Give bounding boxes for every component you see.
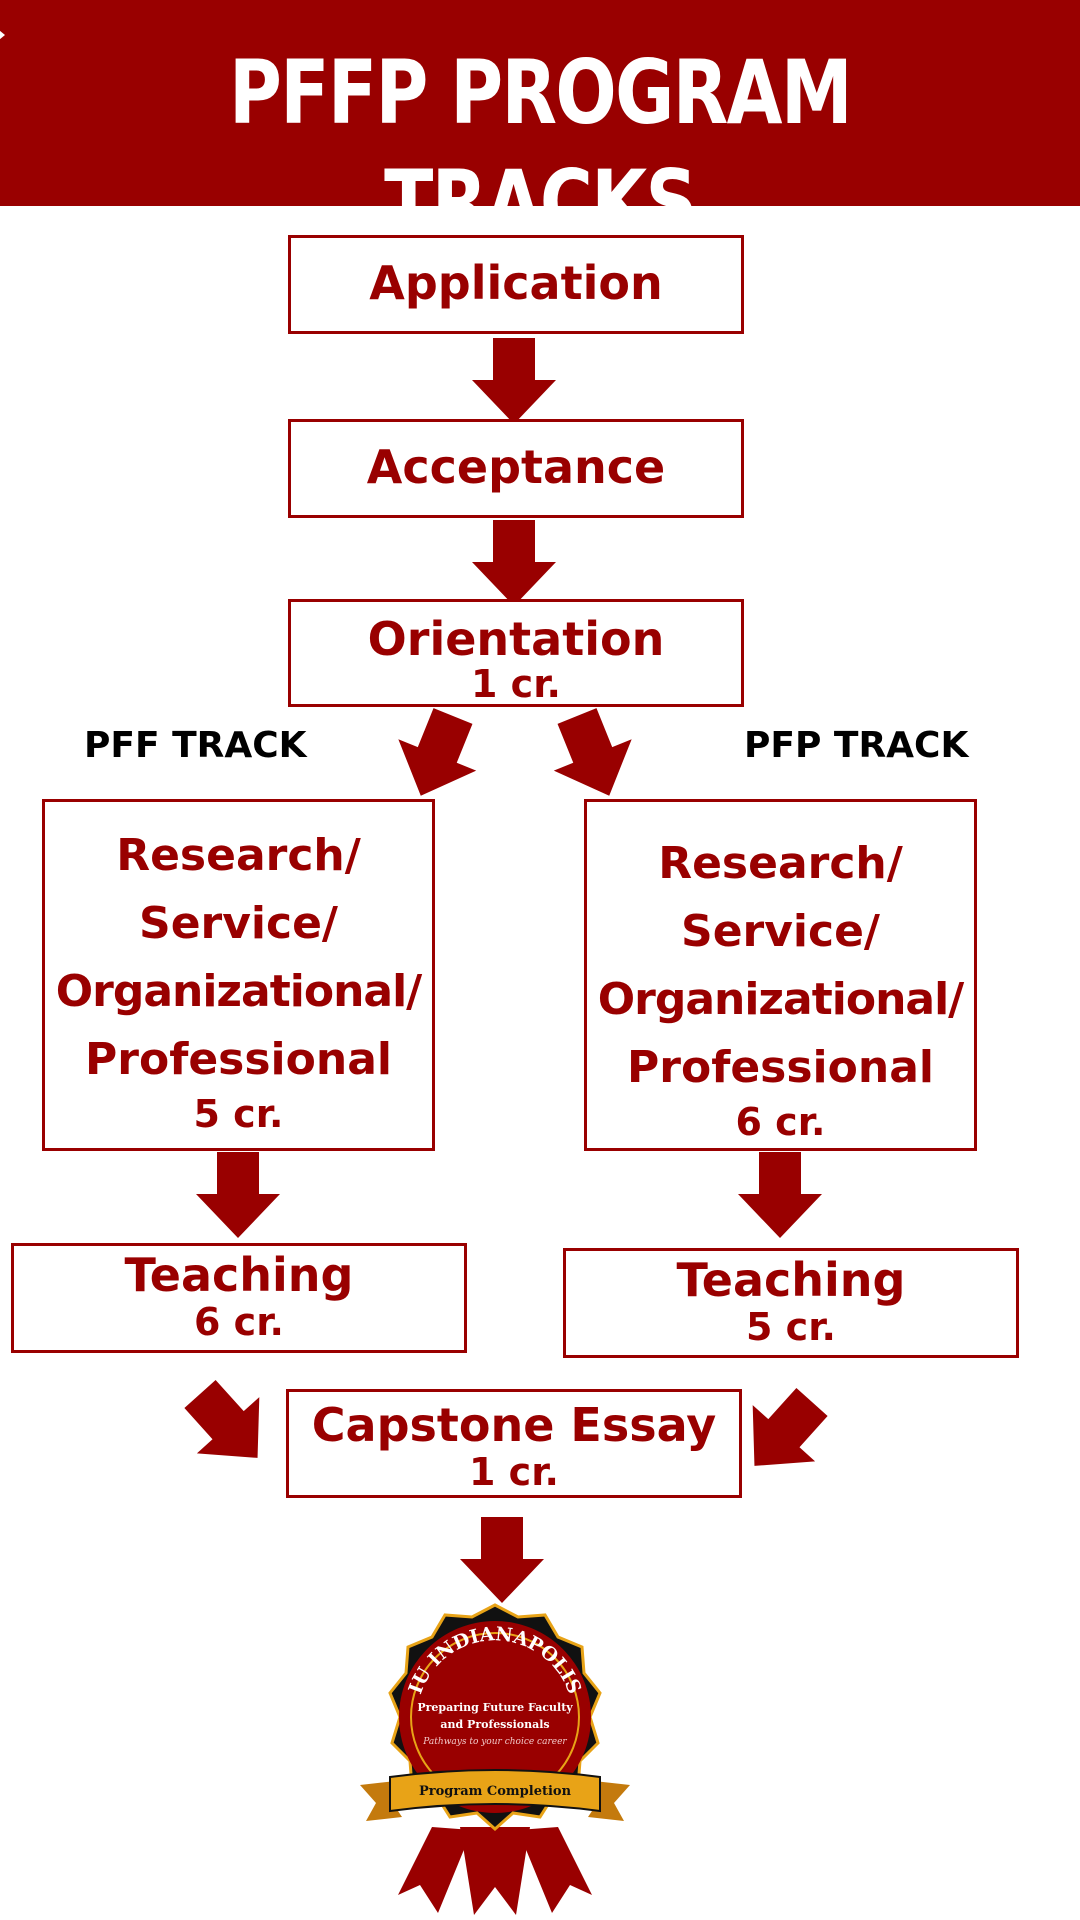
application-title: Application bbox=[369, 256, 663, 310]
application-box: Application bbox=[288, 235, 744, 334]
arrow-application-to-acceptance bbox=[472, 338, 556, 424]
badge-ribbon-text: Program Completion bbox=[419, 1784, 572, 1799]
orientation-box: Orientation 1 cr. bbox=[288, 599, 744, 707]
pff-research-line-3: Organizational/ bbox=[55, 966, 423, 1017]
pff-track-label: PFF TRACK bbox=[84, 725, 307, 766]
orientation-title: Orientation bbox=[367, 612, 665, 666]
badge-line-1: Preparing Future Faculty bbox=[417, 1701, 573, 1714]
badge-seal-face bbox=[399, 1621, 591, 1813]
page-title: PFFP PROGRAM TRACKS bbox=[228, 41, 853, 254]
acceptance-box: Acceptance bbox=[288, 419, 744, 518]
pff-research-line-4: Professional bbox=[85, 1034, 392, 1085]
arrow-pff-research-to-teaching bbox=[196, 1152, 280, 1238]
pfp-research-line-4: Professional bbox=[627, 1042, 934, 1093]
program-completion-badge: IU INDIANAPOLIS Preparing Future Faculty… bbox=[360, 1603, 630, 1915]
orientation-credit: 1 cr. bbox=[471, 662, 561, 706]
arrow-orientation-to-pff bbox=[381, 700, 492, 812]
pff-research-line-2: Service/ bbox=[139, 898, 338, 949]
arrow-pff-teaching-to-capstone bbox=[168, 1365, 289, 1487]
pfp-teaching-credit: 5 cr. bbox=[746, 1305, 836, 1349]
pff-teaching-title: Teaching bbox=[124, 1248, 354, 1302]
pfp-teaching-box: Teaching 5 cr. bbox=[563, 1248, 1019, 1358]
pfp-teaching-title: Teaching bbox=[676, 1253, 906, 1307]
pfp-track-label: PFP TRACK bbox=[744, 725, 969, 766]
badge-tagline: Pathways to your choice career bbox=[422, 1737, 567, 1747]
corner-arrow-icon bbox=[0, 26, 5, 44]
badge-banner bbox=[360, 1769, 630, 1821]
header-banner: PFFP PROGRAM TRACKS bbox=[0, 0, 1080, 254]
pfp-research-line-3: Organizational/ bbox=[597, 974, 965, 1025]
badge-line-2: and Professionals bbox=[440, 1718, 549, 1731]
capstone-box: Capstone Essay 1 cr. bbox=[286, 1389, 742, 1498]
pfp-research-box: Research/ Service/ Organizational/ Profe… bbox=[584, 799, 977, 1151]
arrow-capstone-to-badge bbox=[460, 1517, 544, 1603]
arrow-acceptance-to-orientation bbox=[472, 520, 556, 606]
arrow-pfp-research-to-teaching bbox=[738, 1152, 822, 1238]
pff-research-box: Research/ Service/ Organizational/ Profe… bbox=[42, 799, 435, 1151]
pff-research-line-1: Research/ bbox=[116, 830, 361, 881]
capstone-credit: 1 cr. bbox=[469, 1450, 559, 1494]
badge-ribbon-tails bbox=[398, 1827, 592, 1915]
pfp-research-line-2: Service/ bbox=[681, 906, 880, 957]
pfp-research-line-1: Research/ bbox=[658, 838, 903, 889]
arrow-orientation-to-pfp bbox=[538, 700, 649, 812]
acceptance-title: Acceptance bbox=[366, 440, 666, 494]
pff-teaching-box: Teaching 6 cr. bbox=[11, 1243, 467, 1353]
pfp-research-credit: 6 cr. bbox=[735, 1100, 826, 1144]
pff-teaching-credit: 6 cr. bbox=[194, 1300, 284, 1344]
capstone-title: Capstone Essay bbox=[311, 1398, 717, 1452]
pff-research-credit: 5 cr. bbox=[193, 1092, 284, 1136]
